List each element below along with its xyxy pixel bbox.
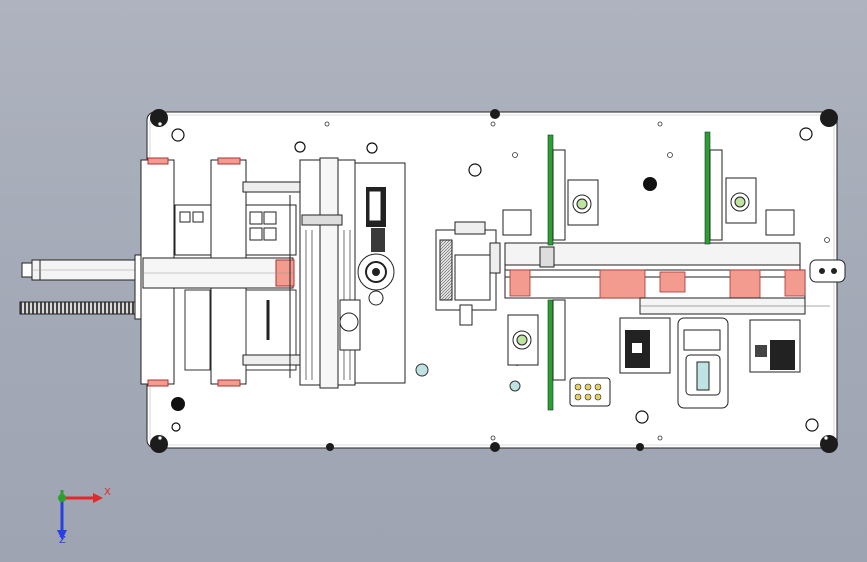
rotary-station-3[interactable]: [507, 299, 611, 411]
view-orientation-triad[interactable]: X Z: [45, 478, 115, 548]
rotary-station-1[interactable]: [502, 134, 599, 246]
feed-cylinder[interactable]: [19, 254, 150, 320]
rotary-station-2[interactable]: [704, 131, 795, 245]
inspection-stations[interactable]: [619, 297, 830, 409]
triad-axes: [57, 490, 103, 540]
main-conveyor[interactable]: [504, 242, 846, 299]
z-axis-label: Z: [59, 535, 66, 546]
transfer-module[interactable]: [242, 157, 406, 389]
feeder-unit[interactable]: [435, 221, 501, 326]
x-axis-label: X: [104, 487, 111, 498]
